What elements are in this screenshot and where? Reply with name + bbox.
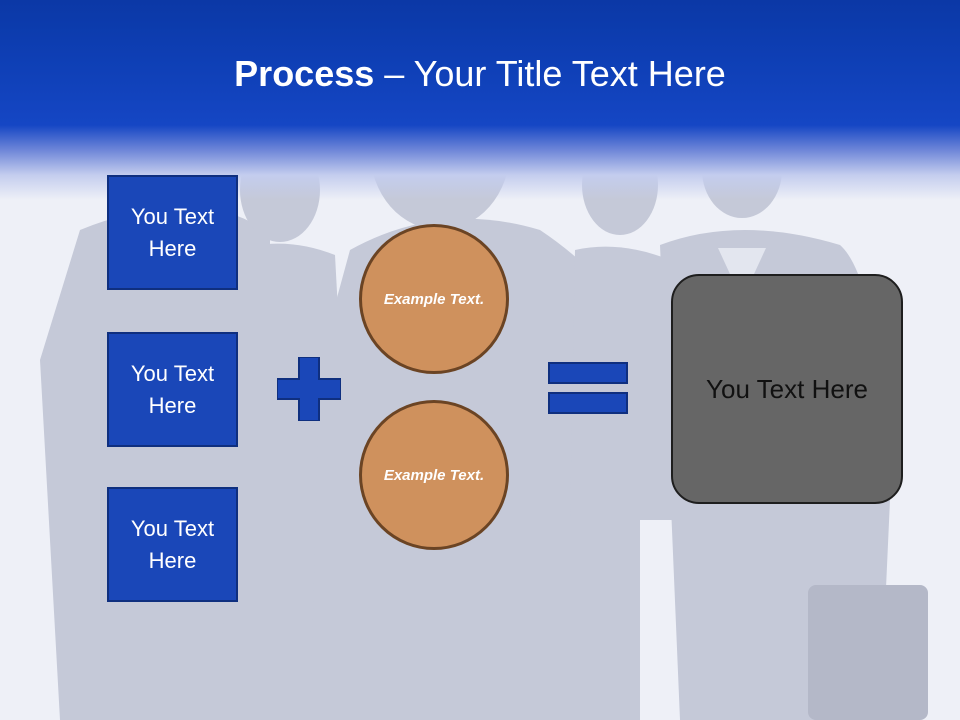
example-circle-1[interactable]: Example Text. — [359, 224, 509, 374]
example-circle-2[interactable]: Example Text. — [359, 400, 509, 550]
result-box[interactable]: You Text Here — [671, 274, 903, 504]
example-circle-2-label: Example Text. — [383, 466, 485, 484]
text-box-1-label: You Text Here — [130, 203, 215, 261]
text-box-1[interactable]: You Text Here — [107, 175, 238, 290]
text-box-3[interactable]: You Text Here — [107, 487, 238, 602]
example-circle-1-label: Example Text. — [383, 290, 485, 308]
text-box-2[interactable]: You Text Here — [107, 332, 238, 447]
text-box-3-label: You Text Here — [130, 515, 215, 573]
slide-title[interactable]: Process – Your Title Text Here — [0, 52, 960, 96]
title-rest: – Your Title Text Here — [374, 53, 726, 94]
result-box-label: You Text Here — [706, 373, 868, 404]
header-band — [0, 0, 960, 200]
equals-icon — [548, 362, 628, 414]
title-bold-word: Process — [234, 53, 375, 94]
text-box-2-label: You Text Here — [130, 360, 215, 418]
plus-icon — [277, 357, 341, 421]
